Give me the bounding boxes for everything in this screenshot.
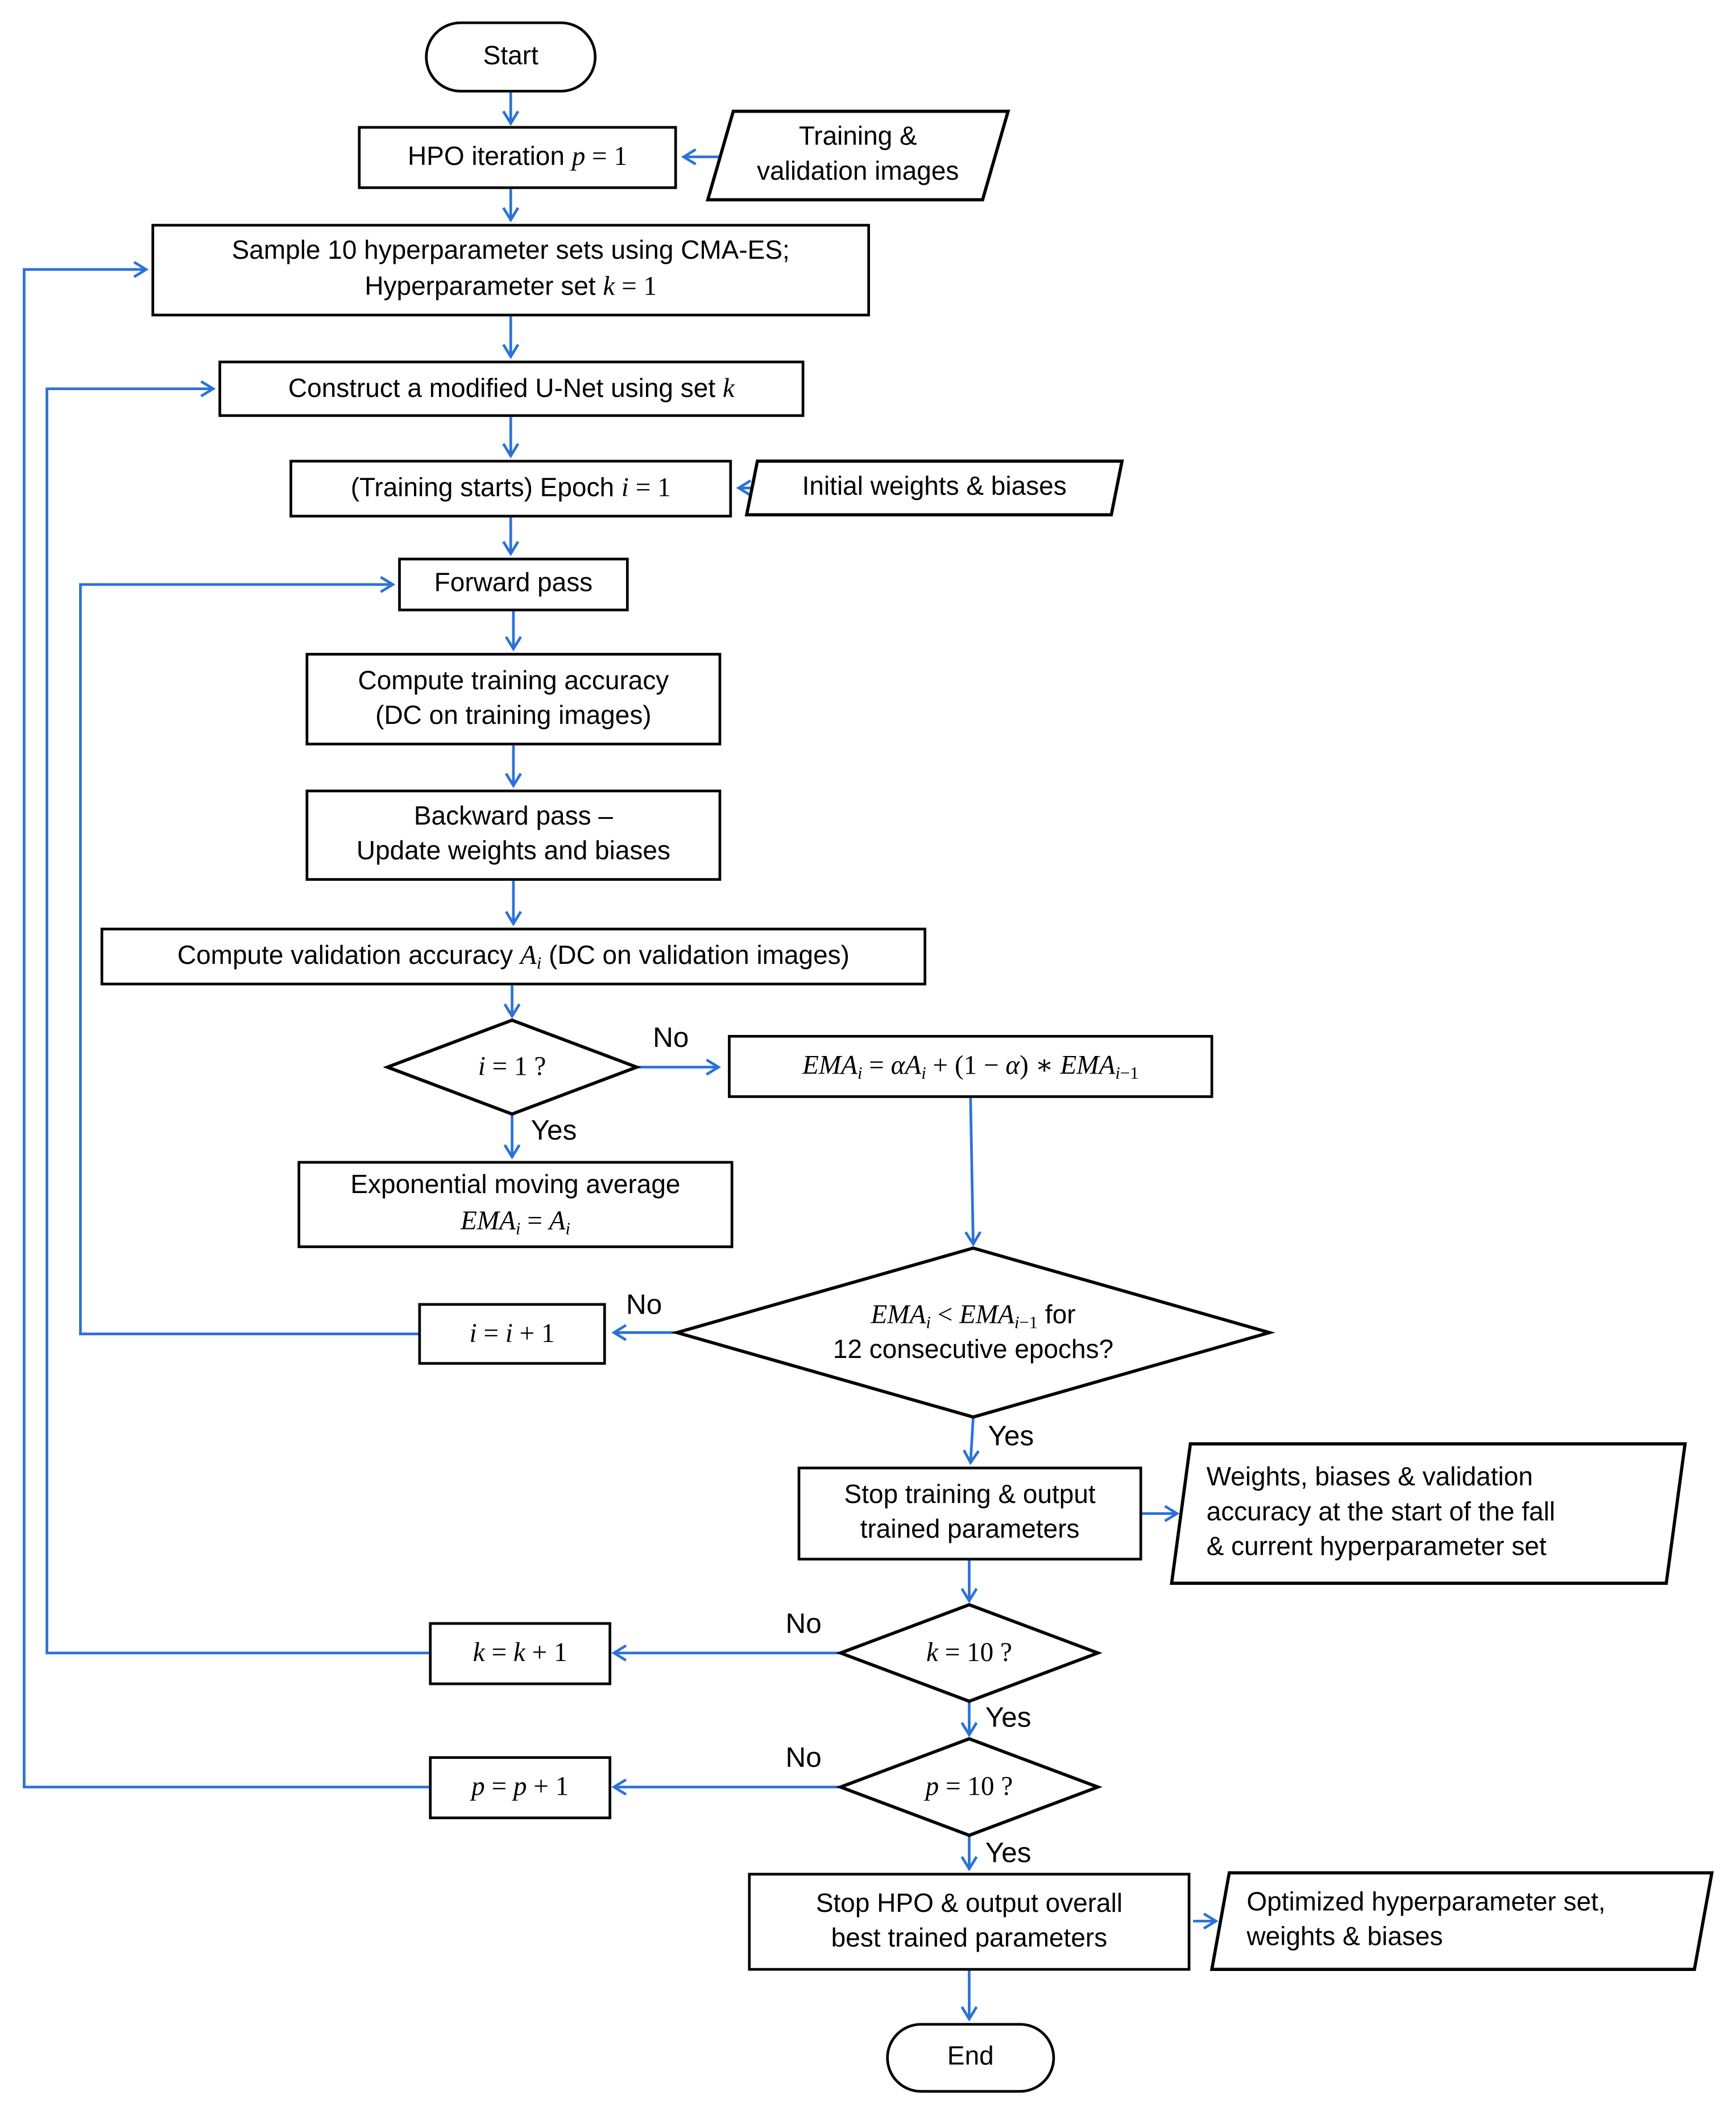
node-is-first-epoch: i = 1 ?	[478, 1051, 546, 1082]
diamond-is-first-epoch	[383, 1018, 641, 1116]
label-ema-falling-yes: Yes	[988, 1421, 1034, 1452]
node-is-k-10: k = 10 ?	[926, 1637, 1012, 1667]
label-is-k-10-yes: Yes	[985, 1703, 1031, 1734]
parallelogram-initial-weights	[744, 459, 1124, 517]
edge-ema-falling-yes-to-stop-training	[963, 1417, 980, 1465]
diamond-is-k-10	[836, 1602, 1103, 1703]
node-hpo-iteration: HPO iteration p = 1	[358, 126, 677, 189]
node-is-p-10: p = 10 ?	[925, 1771, 1013, 1802]
parallelogram-hpo-outputs	[1209, 1871, 1714, 1971]
node-start: Start	[425, 21, 597, 93]
node-increment-epoch: i = i + 1	[418, 1303, 606, 1365]
parallelogram-training-validation-images	[706, 109, 1010, 202]
node-initial-weights: Initial weights & biases	[802, 471, 1067, 502]
node-validation-accuracy: Compute validation accuracy Ai (DC on va…	[100, 927, 927, 985]
node-increment-p: p = p + 1	[429, 1756, 612, 1820]
edge-increment-p-to-sample	[23, 260, 429, 1788]
diamond-is-p-10	[836, 1737, 1103, 1837]
parallelogram-training-outputs	[1170, 1442, 1687, 1585]
node-backward-pass: Backward pass –Update weights and biases	[305, 789, 722, 881]
edge-increment-epoch-to-forward-pass	[79, 575, 419, 1336]
node-ema-update: EMAi = αAi + (1 − α) ∗ EMAi−1	[728, 1034, 1213, 1098]
label-is-k-10-no: No	[785, 1609, 822, 1640]
node-training-validation-images: Training &validation images	[757, 122, 959, 187]
label-is-p-10-no: No	[785, 1742, 822, 1774]
edge-ema-update-to-ema-falling	[964, 1098, 982, 1247]
node-construct-unet: Construct a modified U-Net using set k	[218, 361, 805, 417]
label-is-first-epoch-yes: Yes	[531, 1115, 577, 1146]
node-sample-hyperparameters: Sample 10 hyperparameter sets using CMA-…	[151, 223, 871, 317]
label-is-p-10-yes: Yes	[985, 1838, 1031, 1869]
node-end: End	[886, 2023, 1055, 2093]
node-training-starts: (Training starts) Epoch i = 1	[289, 459, 732, 517]
label-ema-falling-no: No	[625, 1289, 662, 1321]
label-is-first-epoch-no: No	[653, 1022, 689, 1054]
edge-increment-k-to-construct	[45, 380, 429, 1655]
diamond-ema-falling	[671, 1246, 1275, 1419]
node-forward-pass: Forward pass	[398, 557, 629, 612]
node-training-accuracy: Compute training accuracy(DC on training…	[305, 653, 722, 746]
node-hpo-outputs: Optimized hyperparameter set,weights & b…	[1246, 1887, 1606, 1952]
node-increment-k: k = k + 1	[429, 1622, 612, 1686]
